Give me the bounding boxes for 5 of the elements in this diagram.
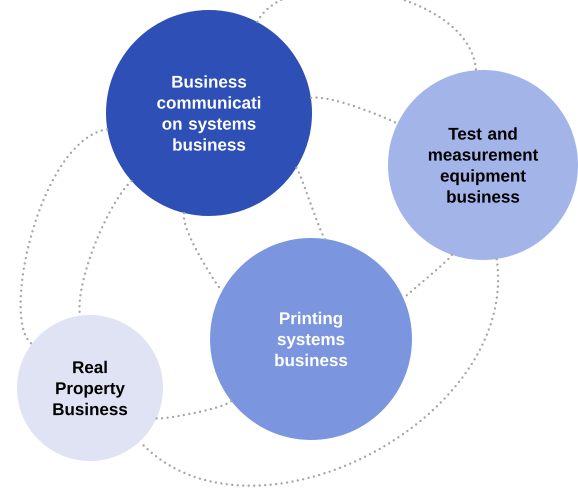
dotted-connector xyxy=(310,96,399,125)
dotted-connector xyxy=(155,400,232,420)
dotted-connector xyxy=(256,0,478,72)
dotted-connector xyxy=(19,128,108,346)
dotted-connector xyxy=(295,166,328,242)
